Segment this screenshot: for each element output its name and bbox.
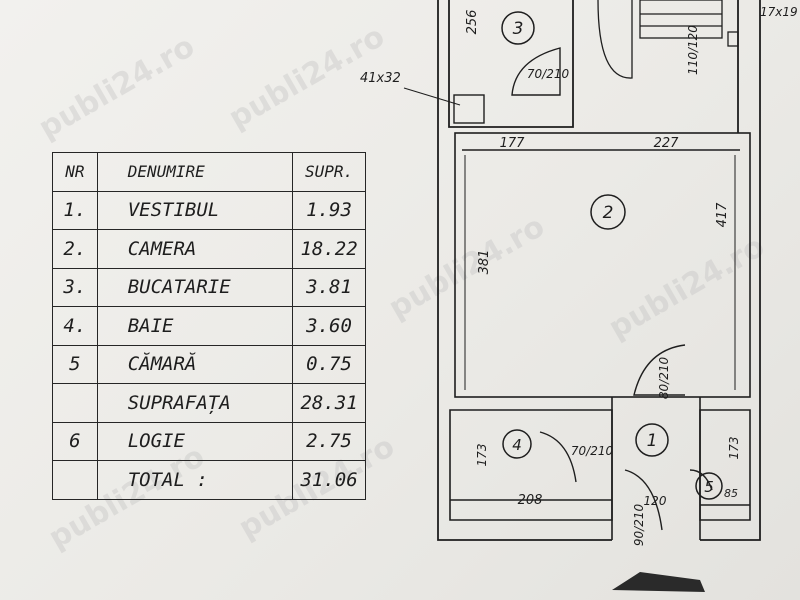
table-row: 1. VESTIBUL 1.93 <box>52 190 366 230</box>
door-90-210: 90/210 <box>632 504 646 547</box>
table-row: SUPRAFAȚA 28.31 <box>52 383 366 423</box>
row-name: VESTIBUL <box>96 190 294 230</box>
row-nr: 2. <box>52 229 98 269</box>
table-row: 5 CĂMARĂ 0.75 <box>52 344 366 384</box>
row-name: BUCATARIE <box>96 267 294 307</box>
door-70-210-top: 70/210 <box>527 67 570 81</box>
table-header-row: NR DENUMIRE SUPR. <box>52 152 366 192</box>
dim-227: 227 <box>654 136 680 151</box>
lower-walls <box>449 397 751 540</box>
row-name: CĂMARĂ <box>96 344 294 384</box>
storage-niche <box>453 94 485 124</box>
door-70-210-bath: 70/210 <box>571 444 614 458</box>
dim-41x32: 41x32 <box>360 71 401 86</box>
row-area: 18.22 <box>292 229 366 269</box>
row-nr: 4. <box>52 306 98 346</box>
area-table: NR DENUMIRE SUPR. 1. VESTIBUL 1.93 2. CA… <box>52 152 366 500</box>
row-area: 1.93 <box>292 190 366 230</box>
row-name: TOTAL : <box>96 460 294 500</box>
room-2-walls <box>454 132 751 398</box>
row-name: SUPRAFAȚA <box>96 383 294 423</box>
dim-208: 208 <box>518 493 543 508</box>
row-area: 3.60 <box>292 306 366 346</box>
row-name: BAIE <box>96 306 294 346</box>
outer-walls <box>437 0 761 541</box>
table-row: 2. CAMERA 18.22 <box>52 229 366 269</box>
row-area: 2.75 <box>292 421 366 461</box>
header-nr: NR <box>52 152 98 192</box>
dim-177: 177 <box>500 136 526 151</box>
table-row: 4. BAIE 3.60 <box>52 306 366 346</box>
dim-417: 417 <box>715 202 730 228</box>
room-number-2: 2 <box>603 203 614 223</box>
room-number-3: 3 <box>513 19 524 39</box>
dim-173-right: 173 <box>727 437 741 460</box>
table-row: 3. BUCATARIE 3.81 <box>52 267 366 307</box>
dim-256: 256 <box>465 10 480 35</box>
row-area: 3.81 <box>292 267 366 307</box>
dimension-lines <box>403 87 736 390</box>
window-110-120: 110/120 <box>686 25 700 75</box>
room-number-5: 5 <box>704 478 714 496</box>
door-arcs <box>511 47 713 531</box>
room-circles <box>501 11 723 500</box>
room-number-1: 1 <box>647 431 658 451</box>
dim-173-left: 173 <box>475 444 489 467</box>
dim-85: 85 <box>724 487 738 500</box>
row-area: 31.06 <box>292 460 366 500</box>
header-name: DENUMIRE <box>96 152 294 192</box>
dim-381: 381 <box>477 250 492 275</box>
row-nr: 3. <box>52 267 98 307</box>
row-area: 28.31 <box>292 383 366 423</box>
window-frame <box>597 0 739 79</box>
door-80-210: 80/210 <box>657 357 671 400</box>
room-number-4: 4 <box>512 436 522 454</box>
dim-17x19: 17x19 <box>760 5 798 19</box>
dim-120: 120 <box>644 494 667 508</box>
row-nr <box>52 383 98 423</box>
table-row: TOTAL : 31.06 <box>52 460 366 500</box>
header-area: SUPR. <box>292 152 366 192</box>
entrance-hatch <box>612 572 705 592</box>
